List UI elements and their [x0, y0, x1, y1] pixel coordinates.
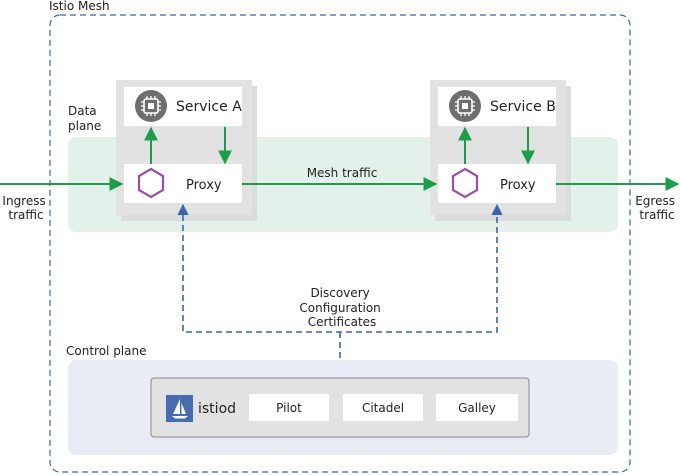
pod-service-a: Service A Proxy: [116, 80, 257, 221]
galley-label: Galley: [458, 401, 496, 415]
egress-label-line1: Egress: [635, 194, 675, 208]
chip-icon: [449, 90, 481, 122]
mesh-boundary: [49, 14, 631, 473]
hexagon-icon: [137, 167, 165, 199]
citadel-label: Citadel: [362, 401, 404, 415]
control-flow-line1: Discovery: [310, 286, 369, 300]
mesh-title: Istio Mesh: [49, 0, 110, 13]
ingress-traffic-label: Ingress traffic: [2, 194, 49, 222]
control-flow-label: Discovery Configuration Certificates: [299, 286, 384, 329]
proxy-b-label: Proxy: [500, 178, 536, 193]
control-flow-line2: Configuration: [299, 301, 380, 315]
proxy-b-box[interactable]: [438, 164, 556, 203]
istiod-label: istiod: [198, 401, 236, 417]
hexagon-icon: [451, 167, 479, 199]
galley-box[interactable]: [436, 394, 518, 421]
ingress-label-line2: traffic: [8, 208, 43, 222]
data-plane-label-line1: Data: [68, 104, 97, 118]
sailboat-icon: [166, 395, 193, 422]
chip-icon: [135, 90, 167, 122]
data-plane-label: Data plane: [68, 104, 101, 133]
pod-service-b: Service B Proxy: [430, 80, 571, 221]
mesh-traffic-label: Mesh traffic: [307, 166, 378, 180]
service-b-label: Service B: [490, 99, 556, 115]
ingress-label-line1: Ingress: [2, 194, 45, 208]
citadel-box[interactable]: [343, 394, 423, 421]
data-plane-label-line2: plane: [68, 119, 101, 133]
pilot-label: Pilot: [276, 401, 302, 415]
pilot-box[interactable]: [249, 394, 329, 421]
control-plane-label: Control plane: [66, 344, 146, 358]
istiod-container[interactable]: [150, 377, 530, 438]
egress-traffic-label: Egress traffic: [635, 194, 679, 222]
egress-label-line2: traffic: [639, 208, 674, 222]
control-flow-line3: Certificates: [308, 315, 377, 329]
proxy-a-label: Proxy: [186, 178, 222, 193]
proxy-a-box[interactable]: [124, 164, 242, 203]
service-a-label: Service A: [176, 99, 242, 115]
